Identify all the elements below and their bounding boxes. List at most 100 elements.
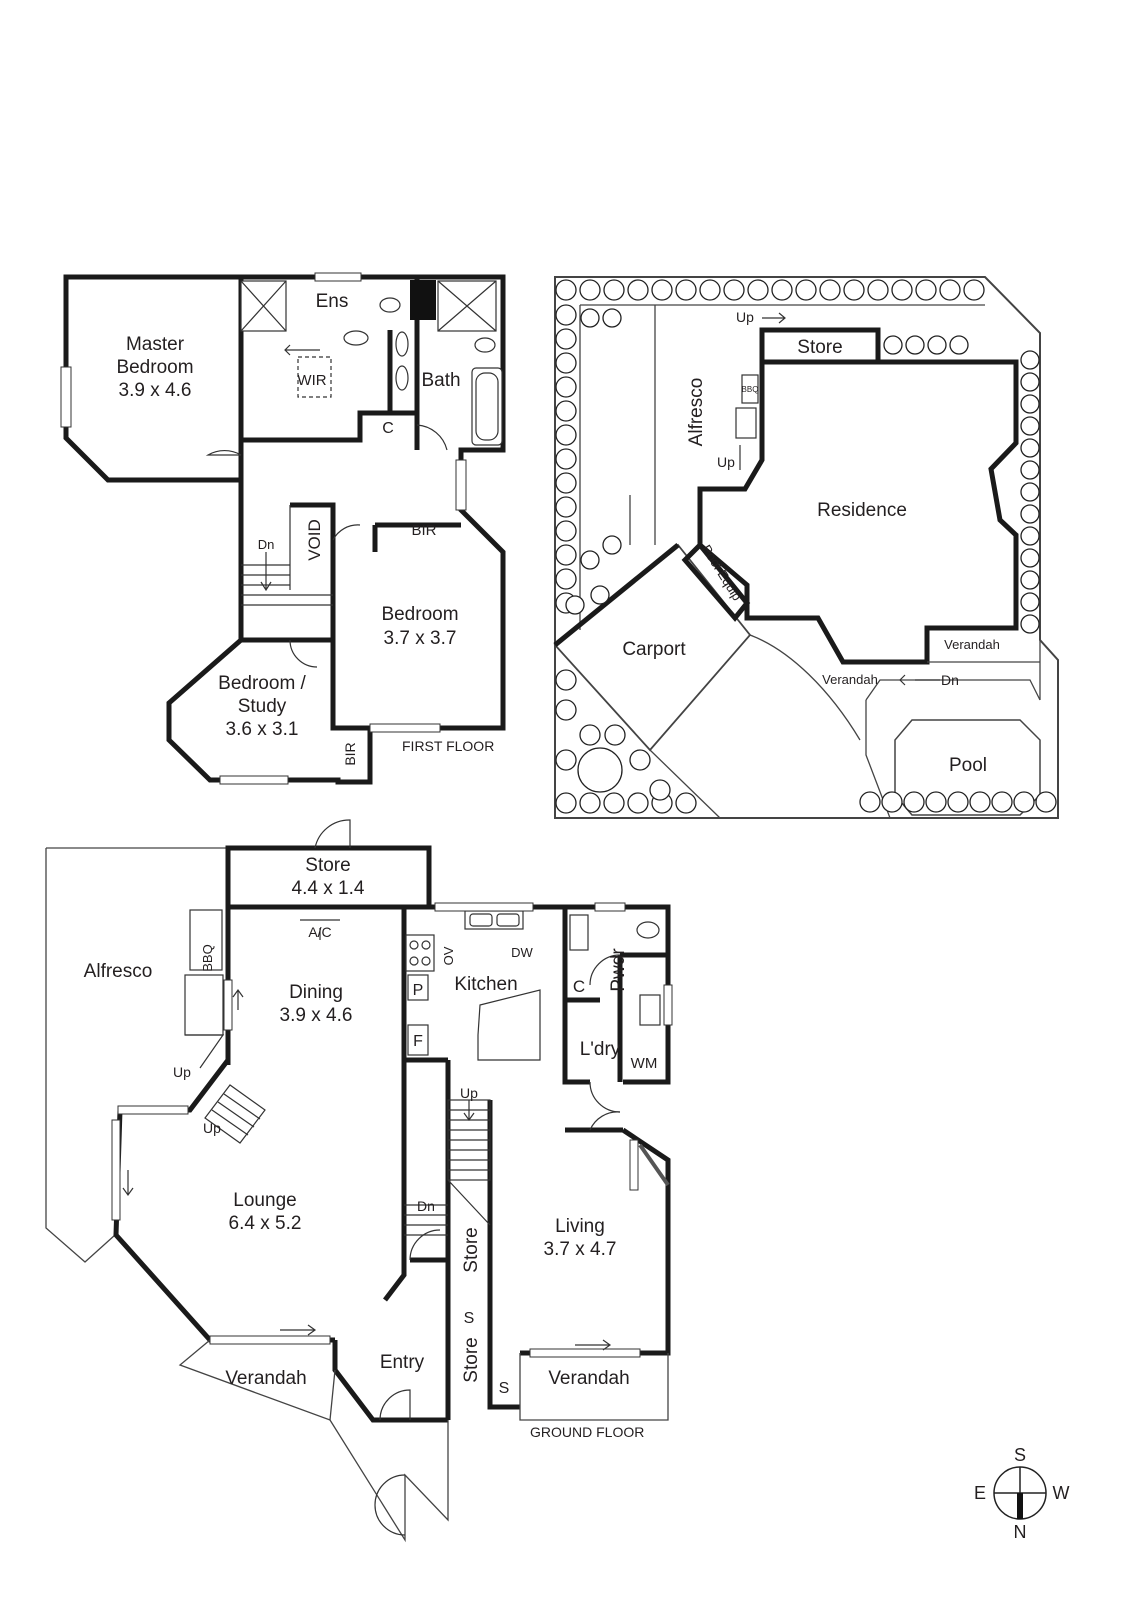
ground-bbq-label: BBQ bbox=[200, 944, 215, 971]
tree-icon bbox=[629, 749, 651, 771]
tree-icon bbox=[555, 669, 577, 691]
tree-icon bbox=[555, 376, 577, 398]
tree-icon bbox=[1020, 504, 1040, 524]
tree-icon bbox=[1020, 438, 1040, 458]
tree-icon bbox=[555, 749, 577, 771]
tree-icon bbox=[675, 279, 697, 301]
first-floor-caption: FIRST FLOOR bbox=[402, 738, 494, 754]
laundry-label: L'dry bbox=[580, 1039, 621, 1060]
tree-icon bbox=[1020, 350, 1040, 370]
pool-label: Pool bbox=[949, 755, 987, 776]
kitchen-label: Kitchen bbox=[454, 974, 517, 995]
tree-icon bbox=[555, 544, 577, 566]
tree-icon bbox=[771, 279, 793, 301]
tree-icon bbox=[580, 308, 600, 328]
tree-icon bbox=[881, 791, 903, 813]
tree-icon bbox=[555, 448, 577, 470]
store-top-label: Store bbox=[305, 855, 350, 876]
tree-icon bbox=[604, 724, 626, 746]
tree-icon bbox=[1020, 570, 1040, 590]
tree-icon bbox=[602, 535, 622, 555]
ground-floor-caption: GROUND FLOOR bbox=[530, 1424, 644, 1440]
tree-icon bbox=[1020, 548, 1040, 568]
site-alfresco-label: Alfresco bbox=[686, 378, 707, 447]
ac-label: A/C bbox=[308, 924, 331, 940]
tree-icon bbox=[915, 279, 937, 301]
tree-icon bbox=[969, 791, 991, 813]
tree-icon bbox=[991, 791, 1013, 813]
entry-label: Entry bbox=[380, 1352, 425, 1373]
ov-label: OV bbox=[441, 946, 456, 965]
tree-icon bbox=[649, 779, 671, 801]
residence-label: Residence bbox=[817, 500, 907, 521]
site-up-side: Up bbox=[717, 454, 735, 470]
site-plan: Up Store Alfresco BBQ Up Residence Carpo… bbox=[553, 276, 1059, 819]
void-label: VOID bbox=[305, 519, 324, 561]
tree-icon bbox=[925, 791, 947, 813]
master-bedroom-label-2: Bedroom bbox=[116, 357, 193, 378]
tree-icon bbox=[1020, 614, 1040, 634]
wm-label: WM bbox=[631, 1055, 658, 1072]
tree-icon bbox=[555, 352, 577, 374]
lounge-size: 6.4 x 5.2 bbox=[229, 1213, 302, 1234]
tree-icon bbox=[1020, 460, 1040, 480]
tree-icon bbox=[939, 279, 961, 301]
tree-icon bbox=[891, 279, 913, 301]
tree-icon bbox=[963, 279, 985, 301]
dining-size: 3.9 x 4.6 bbox=[280, 1005, 353, 1026]
bath-label: Bath bbox=[421, 370, 460, 391]
bir-side-label: BIR bbox=[342, 742, 358, 765]
tree-icon bbox=[819, 279, 841, 301]
store-vert-upper-label: Store bbox=[461, 1227, 482, 1272]
tree-icon bbox=[590, 585, 610, 605]
tree-icon bbox=[555, 568, 577, 590]
site-store-label: Store bbox=[797, 337, 842, 358]
tree-icon bbox=[1020, 482, 1040, 502]
bedroom-size: 3.7 x 3.7 bbox=[384, 628, 457, 649]
up-left-label: Up bbox=[173, 1064, 191, 1080]
compass: S E W N bbox=[974, 1445, 1070, 1542]
tree-icon bbox=[555, 424, 577, 446]
landscape-trees bbox=[555, 279, 1057, 814]
tree-icon bbox=[579, 792, 601, 814]
s-lower-label: S bbox=[499, 1380, 510, 1397]
tree-icon bbox=[602, 308, 622, 328]
study-label: Bedroom / bbox=[218, 673, 306, 694]
tree-icon bbox=[1035, 791, 1057, 813]
lounge-label: Lounge bbox=[233, 1190, 296, 1211]
tree-icon bbox=[947, 791, 969, 813]
tree-icon bbox=[927, 335, 947, 355]
tree-icon bbox=[579, 279, 601, 301]
tree-icon bbox=[555, 472, 577, 494]
bir-top-label: BIR bbox=[411, 522, 436, 539]
s-upper-label: S bbox=[464, 1310, 475, 1327]
tree-icon bbox=[565, 595, 585, 615]
tree-icon bbox=[675, 792, 697, 814]
site-verandah-right: Verandah bbox=[944, 637, 1000, 652]
ground-floor-plan: Store 4.4 x 1.4 A/C Alfresco BBQ Dining … bbox=[45, 819, 673, 1543]
tree-icon bbox=[555, 699, 577, 721]
tree-icon bbox=[627, 792, 649, 814]
tree-icon bbox=[580, 550, 600, 570]
site-verandah-mid: Verandah bbox=[822, 672, 878, 687]
tree-icon bbox=[555, 400, 577, 422]
study-size: 3.6 x 3.1 bbox=[226, 719, 299, 740]
verandah-left-label: Verandah bbox=[225, 1368, 306, 1389]
compass-e: E bbox=[974, 1483, 986, 1503]
tree-icon bbox=[883, 335, 903, 355]
living-size: 3.7 x 4.7 bbox=[544, 1239, 617, 1260]
tree-icon bbox=[1020, 372, 1040, 392]
tree-icon bbox=[1020, 416, 1040, 436]
tree-icon bbox=[1013, 791, 1035, 813]
tree-icon bbox=[577, 747, 623, 793]
tree-icon bbox=[867, 279, 889, 301]
bedroom-label: Bedroom bbox=[381, 604, 458, 625]
site-up-top: Up bbox=[736, 309, 754, 325]
first-floor-dn-label: Dn bbox=[258, 537, 275, 552]
tree-icon bbox=[555, 792, 577, 814]
dining-label: Dining bbox=[289, 982, 343, 1003]
tree-icon bbox=[903, 791, 925, 813]
pool-equip-label: Pool Equip bbox=[699, 542, 745, 603]
carport-label: Carport bbox=[622, 639, 686, 660]
